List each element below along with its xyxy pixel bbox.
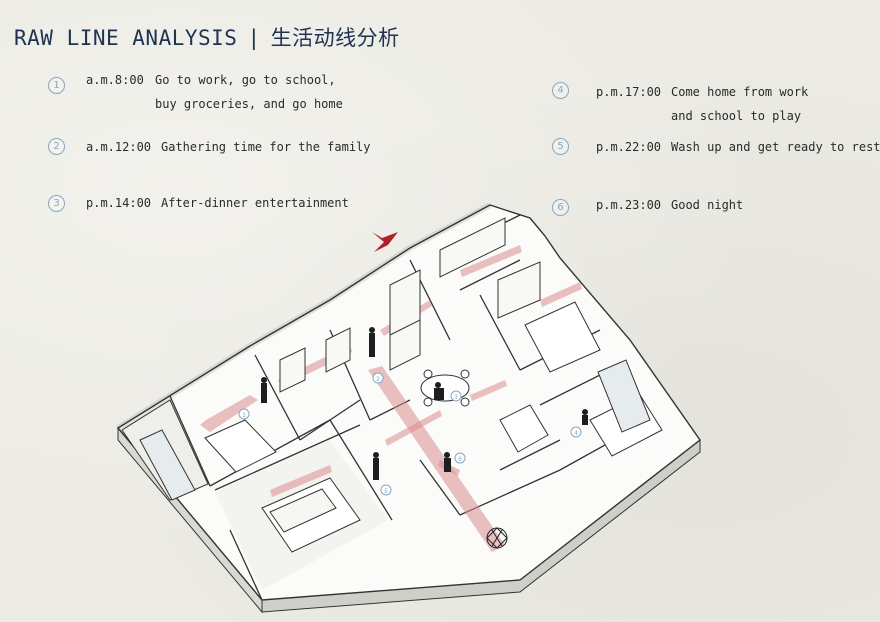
- outer-wall-nw: [116, 202, 492, 431]
- entry-arrow-icon: [372, 232, 398, 252]
- marker-badge-5: 5: [552, 138, 569, 155]
- schedule-time-3: p.m.14:00: [86, 196, 152, 210]
- schedule-desc-6: Good night: [671, 198, 744, 212]
- marker-badge-4: 4: [552, 82, 569, 99]
- person-icon: [261, 327, 588, 480]
- schedule-desc-2: Gathering time for the family: [161, 140, 371, 154]
- schedule-time-5: p.m.22:00: [596, 140, 662, 154]
- bed-left: [261, 477, 361, 553]
- schedule-desc-3: After-dinner entertainment: [161, 196, 349, 210]
- plan-marker-2: 2: [372, 372, 384, 384]
- marker-badge-2: 2: [48, 138, 65, 155]
- schedule-time-2: a.m.12:00: [86, 140, 152, 154]
- schedule-time-1: a.m.8:00: [86, 73, 144, 87]
- cabinets: [279, 217, 541, 393]
- plan-marker-5-label: 5: [384, 488, 388, 495]
- dining-table: [420, 369, 470, 407]
- schedule-time-4: p.m.17:00: [596, 85, 662, 99]
- plan-marker-4-label: 4: [574, 430, 578, 437]
- page-title: RAW LINE ANALYSIS | 生活动线分析: [14, 22, 400, 52]
- kitchen-counter: [524, 301, 601, 373]
- plan-marker-6-label: 6: [458, 456, 462, 463]
- plan-marker-2-label: 2: [376, 376, 380, 383]
- marker-badge-3: 3: [48, 195, 65, 212]
- schedule-desc-5: Wash up and get ready to rest: [671, 140, 880, 154]
- plan-marker-3: 3: [450, 390, 462, 402]
- plan-markers: 1 2 3 4 5 6: [238, 372, 582, 496]
- plan-marker-6: 6: [454, 452, 466, 464]
- schedule-time-6: p.m.23:00: [596, 198, 662, 212]
- windows: [139, 359, 651, 501]
- plan-marker-1: 1: [238, 408, 250, 420]
- schedule-desc-4a: Come home from work: [671, 85, 809, 99]
- plan-marker-1-label: 1: [242, 412, 246, 419]
- title-separator: |: [247, 26, 261, 50]
- plan-marker-5: 5: [380, 484, 392, 496]
- schedule-desc-4b: and school to play: [671, 109, 802, 123]
- plan-marker-4: 4: [570, 426, 582, 438]
- marker-badge-6: 6: [552, 199, 569, 216]
- title-english: RAW LINE ANALYSIS: [14, 26, 238, 50]
- marker-badge-1: 1: [48, 77, 65, 94]
- sofa: [499, 404, 549, 453]
- schedule-desc-1b: buy groceries, and go home: [155, 97, 343, 111]
- plan-marker-3-label: 3: [454, 394, 458, 401]
- bed-top-left: [204, 419, 277, 473]
- schedule-desc-1a: Go to work, go to school,: [155, 73, 336, 87]
- plant-icon: [486, 527, 508, 549]
- title-chinese: 生活动线分析: [270, 26, 400, 50]
